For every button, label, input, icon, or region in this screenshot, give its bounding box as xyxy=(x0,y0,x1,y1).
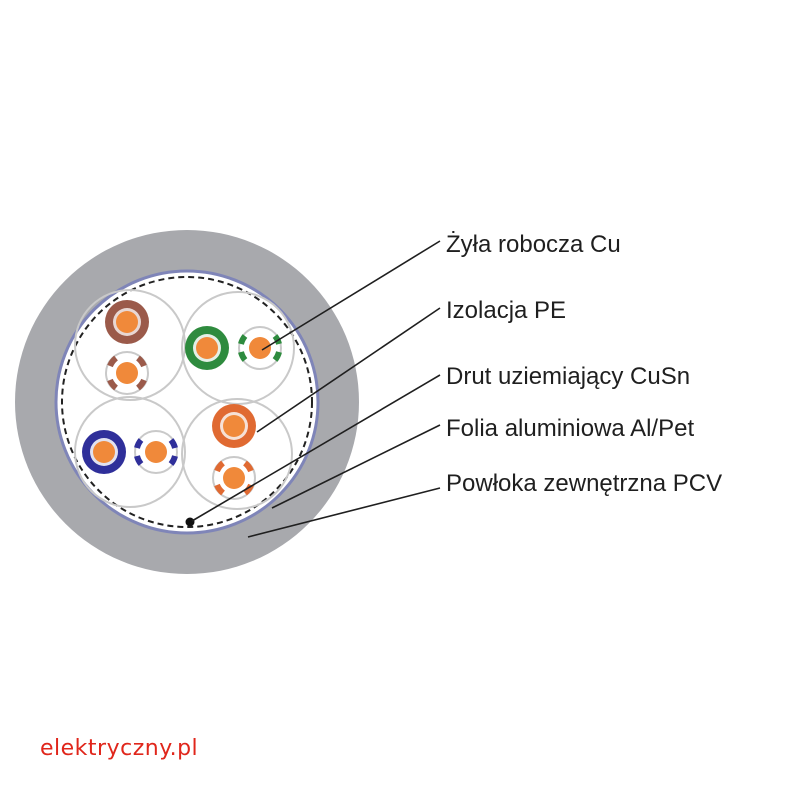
pair-2-outline xyxy=(181,291,295,405)
leader-foil xyxy=(271,424,441,509)
pair-1-brown xyxy=(105,300,149,395)
pair-1-outline xyxy=(74,289,186,401)
pair-4-outline xyxy=(181,398,293,510)
label-drain-wire: Drut uziemiający CuSn xyxy=(446,363,690,390)
label-conductor: Żyła robocza Cu xyxy=(446,231,621,258)
shield-dashed-line xyxy=(61,276,313,528)
drain-wire-dot xyxy=(185,517,195,527)
label-foil: Folia aluminiowa Al/Pet xyxy=(446,415,694,442)
leader-drain-wire xyxy=(191,374,441,522)
leader-jacket xyxy=(247,487,441,538)
pair-2-green xyxy=(185,326,282,370)
pair-3-blue xyxy=(82,430,178,474)
leader-conductor xyxy=(261,240,441,351)
pair-4-orange xyxy=(212,404,256,500)
aluminium-foil-ring xyxy=(54,269,320,535)
pair-3-outline xyxy=(74,396,186,508)
watermark-logo-text: elektryczny.pl xyxy=(40,736,199,761)
label-jacket: Powłoka zewnętrzna PCV xyxy=(446,470,722,497)
label-insulation: Izolacja PE xyxy=(446,297,566,324)
leader-insulation xyxy=(256,307,441,433)
